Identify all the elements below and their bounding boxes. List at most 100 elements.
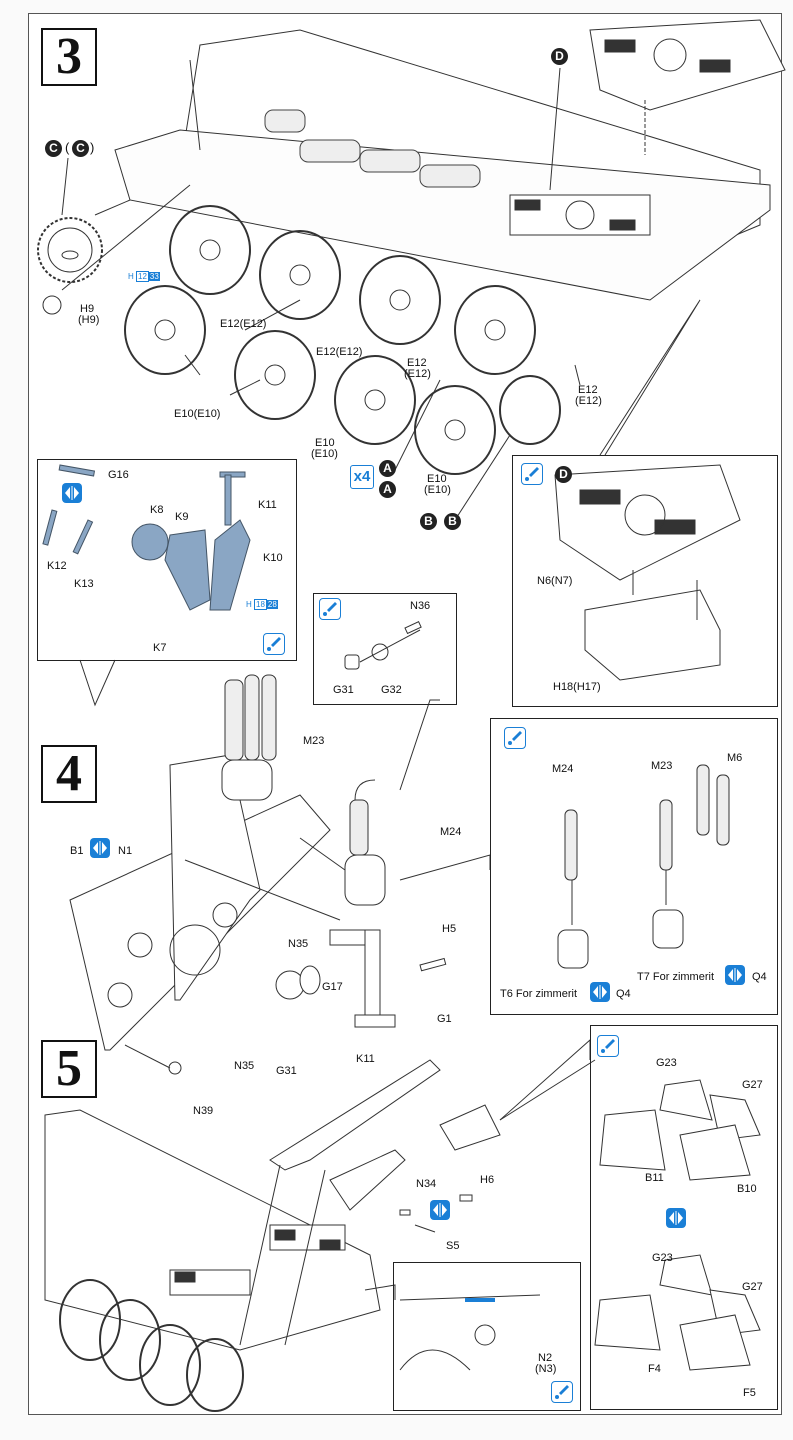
part-n2-alt: (N3) xyxy=(535,1363,557,1375)
inset-exhaust xyxy=(490,718,778,1015)
part-f4: F4 xyxy=(648,1363,661,1375)
glue-glyph xyxy=(267,637,281,651)
marker-b: B xyxy=(444,513,461,530)
part-m23: M23 xyxy=(303,735,325,747)
part-t7: T7 For zimmerit xyxy=(637,971,714,983)
part-k8: K8 xyxy=(150,504,164,516)
part-n35-a: N35 xyxy=(288,938,309,950)
part-g32: G32 xyxy=(381,684,402,696)
part-b1: B1 xyxy=(70,845,84,857)
part-q4: Q4 xyxy=(752,971,767,983)
part-e12-d: E12 xyxy=(578,384,598,396)
part-g27: G27 xyxy=(742,1079,763,1091)
part-e12-b: E12(E12) xyxy=(316,346,363,358)
mirror-icon xyxy=(725,965,745,985)
inset-storage-boxes xyxy=(590,1025,778,1410)
part-k12: K12 xyxy=(47,560,67,572)
glue-icon xyxy=(263,633,285,655)
part-m6: M6 xyxy=(727,752,743,764)
part-b11: B11 xyxy=(645,1172,664,1184)
part-g31: G31 xyxy=(333,684,354,696)
part-n36: N36 xyxy=(410,600,431,612)
part-m24: M24 xyxy=(440,826,462,838)
glue-icon xyxy=(597,1035,619,1057)
glue-icon xyxy=(504,727,526,749)
part-k9: K9 xyxy=(175,511,189,523)
part-e12-d-alt: (E12) xyxy=(575,395,602,407)
marker-c-alt: C xyxy=(72,140,89,157)
part-g27: G27 xyxy=(742,1281,763,1293)
part-s5: S5 xyxy=(446,1240,460,1252)
part-t6: T6 For zimmerit xyxy=(500,988,577,1000)
part-e10-c-alt: (E10) xyxy=(424,484,451,496)
part-n6: N6(N7) xyxy=(537,575,573,587)
mirror-glyph xyxy=(728,968,742,982)
part-e12-c: E12 xyxy=(407,357,427,369)
part-g23: G23 xyxy=(652,1252,673,1264)
part-k7: K7 xyxy=(153,642,167,654)
part-e10-c: E10 xyxy=(427,473,447,485)
glue-icon xyxy=(551,1381,573,1403)
part-k10: K10 xyxy=(263,552,283,564)
glue-icon xyxy=(521,463,543,485)
part-e10-b-alt: (E10) xyxy=(311,448,338,460)
marker-a-alt: A xyxy=(379,481,396,498)
step-number-3: 3 xyxy=(41,28,97,86)
part-e10-a: E10(E10) xyxy=(174,408,221,420)
part-n39: N39 xyxy=(193,1105,214,1117)
mirror-glyph xyxy=(669,1211,683,1225)
glue-glyph xyxy=(323,602,337,616)
repeat-x4-badge: x4 xyxy=(350,465,374,489)
marker-b-alt: B xyxy=(420,513,437,530)
marker-d: D xyxy=(551,48,568,65)
part-n35-b: N35 xyxy=(234,1060,255,1072)
marker-a: A xyxy=(379,460,396,477)
part-e10-b: E10 xyxy=(315,437,335,449)
mirror-glyph xyxy=(93,841,107,855)
part-k11: K11 xyxy=(258,499,277,511)
part-g31: G31 xyxy=(276,1065,297,1077)
marker-c: C xyxy=(45,140,62,157)
part-e12-c-alt: (E12) xyxy=(404,368,431,380)
part-m24: M24 xyxy=(552,763,574,775)
part-m23: M23 xyxy=(651,760,673,772)
glue-glyph xyxy=(508,731,522,745)
marker-d: D xyxy=(555,466,572,483)
part-g23: G23 xyxy=(656,1057,677,1069)
part-n2: N2 xyxy=(538,1352,553,1364)
glue-glyph xyxy=(555,1385,569,1399)
glue-glyph xyxy=(525,467,539,481)
part-q4: Q4 xyxy=(616,988,631,1000)
part-h6: H6 xyxy=(480,1174,495,1186)
part-h9: H9 xyxy=(80,303,95,315)
part-k13: K13 xyxy=(74,578,94,590)
part-b10: B10 xyxy=(737,1183,757,1195)
inset-jack xyxy=(37,459,297,661)
inset-n2-detail xyxy=(393,1262,581,1411)
part-n34: N34 xyxy=(416,1178,437,1190)
part-f5: F5 xyxy=(743,1387,756,1399)
mirror-icon xyxy=(666,1208,686,1228)
glue-icon xyxy=(319,598,341,620)
mirror-icon xyxy=(90,838,110,858)
part-g1: G1 xyxy=(437,1013,452,1025)
part-g17: G17 xyxy=(322,981,343,993)
inset-engine-deck xyxy=(512,455,778,707)
part-k11: K11 xyxy=(356,1053,375,1065)
mirror-icon xyxy=(62,483,82,503)
part-h9-alt: (H9) xyxy=(78,314,100,326)
part-g16: G16 xyxy=(108,469,129,481)
part-e12-a: E12(E12) xyxy=(220,318,267,330)
part-n1: N1 xyxy=(118,845,133,857)
mirror-glyph xyxy=(593,985,607,999)
part-h18: H18(H17) xyxy=(553,681,601,693)
mirror-icon xyxy=(590,982,610,1002)
step-number-4: 4 xyxy=(41,745,97,803)
glue-glyph xyxy=(601,1039,615,1053)
mirror-glyph xyxy=(65,486,79,500)
step-number-5: 5 xyxy=(41,1040,97,1098)
mirror-glyph xyxy=(433,1203,447,1217)
